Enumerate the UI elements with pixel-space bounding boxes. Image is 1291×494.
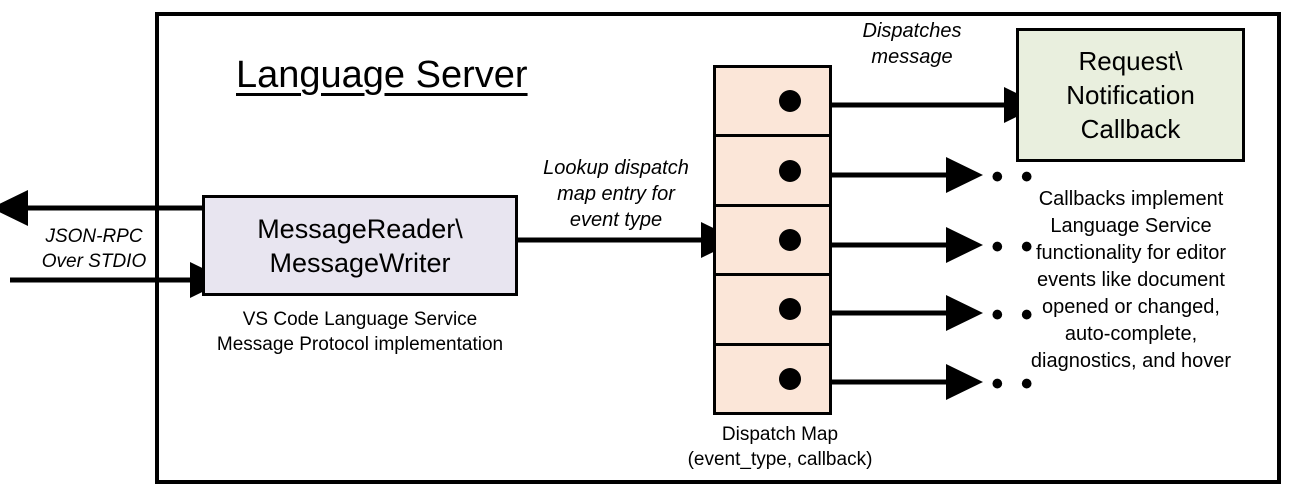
lookup-note-line2: map entry for xyxy=(557,183,675,205)
entry-dot-icon xyxy=(779,367,801,390)
map-caption-line2: (event_type, callback) xyxy=(687,449,873,470)
message-node-line1: MessageReader\ xyxy=(257,213,463,244)
ellipsis-row-3: • • • xyxy=(962,228,1037,266)
dispatch-map-row[interactable] xyxy=(716,68,829,138)
dispatch-map-caption: Dispatch Map (event_type, callback) xyxy=(650,422,910,472)
callback-caption-line: functionality for editor xyxy=(1035,242,1227,264)
lookup-note-line1: Lookup dispatch xyxy=(543,157,689,179)
dispatch-map-table[interactable] xyxy=(713,65,832,415)
callback-caption-line: Language Service xyxy=(1050,215,1212,237)
request-notification-callback-node[interactable]: Request\ Notification Callback xyxy=(1016,28,1245,162)
dispatch-map-row[interactable] xyxy=(716,276,829,346)
entry-dot-icon xyxy=(779,159,801,182)
dispatch-map-row[interactable] xyxy=(716,137,829,207)
dispatch-note-line1: Dispatches xyxy=(862,20,962,42)
map-caption-line1: Dispatch Map xyxy=(721,424,839,445)
lookup-note-line3: event type xyxy=(569,209,663,231)
ellipsis-row-4: • • • xyxy=(962,296,1037,334)
callback-caption-line: auto-complete, xyxy=(1064,323,1198,345)
jsonrpc-label-line2: Over STDIO xyxy=(41,251,147,272)
message-reader-writer-node[interactable]: MessageReader\ MessageWriter xyxy=(202,195,518,296)
callback-node-line3: Callback xyxy=(1080,114,1181,144)
dispatch-map-row[interactable] xyxy=(716,346,829,412)
entry-dot-icon xyxy=(779,229,801,252)
dispatches-message-note: Dispatches message xyxy=(832,18,992,70)
jsonrpc-channel-label: JSON-RPC Over STDIO xyxy=(14,224,174,274)
message-caption-line2: Message Protocol implementation xyxy=(216,334,504,355)
callback-node-line2: Notification xyxy=(1066,80,1195,110)
lookup-dispatch-note: Lookup dispatch map entry for event type xyxy=(512,155,720,233)
message-caption-line1: VS Code Language Service xyxy=(242,309,478,330)
page-title: Language Server xyxy=(236,54,528,96)
message-node-line2: MessageWriter xyxy=(269,247,451,278)
language-server-boundary xyxy=(155,12,1281,484)
callback-caption-line: diagnostics, and hover xyxy=(1030,350,1232,372)
callback-caption-line: Callbacks implement xyxy=(1038,188,1224,210)
callback-caption-line: events like document xyxy=(1037,269,1225,291)
jsonrpc-label-line1: JSON-RPC xyxy=(45,226,143,247)
entry-dot-icon xyxy=(779,298,801,321)
dispatch-note-line2: message xyxy=(871,46,953,68)
message-node-caption: VS Code Language Service Message Protoco… xyxy=(190,307,530,357)
entry-dot-icon xyxy=(779,90,801,113)
callback-caption-line: opened or changed, xyxy=(1042,296,1220,318)
dispatch-map-row[interactable] xyxy=(716,207,829,277)
callback-node-line1: Request\ xyxy=(1078,46,1183,76)
ellipsis-row-5: • • • xyxy=(962,365,1037,403)
callback-description: Callbacks implement Language Service fun… xyxy=(1008,186,1254,375)
ellipsis-row-2: • • • xyxy=(962,158,1037,196)
